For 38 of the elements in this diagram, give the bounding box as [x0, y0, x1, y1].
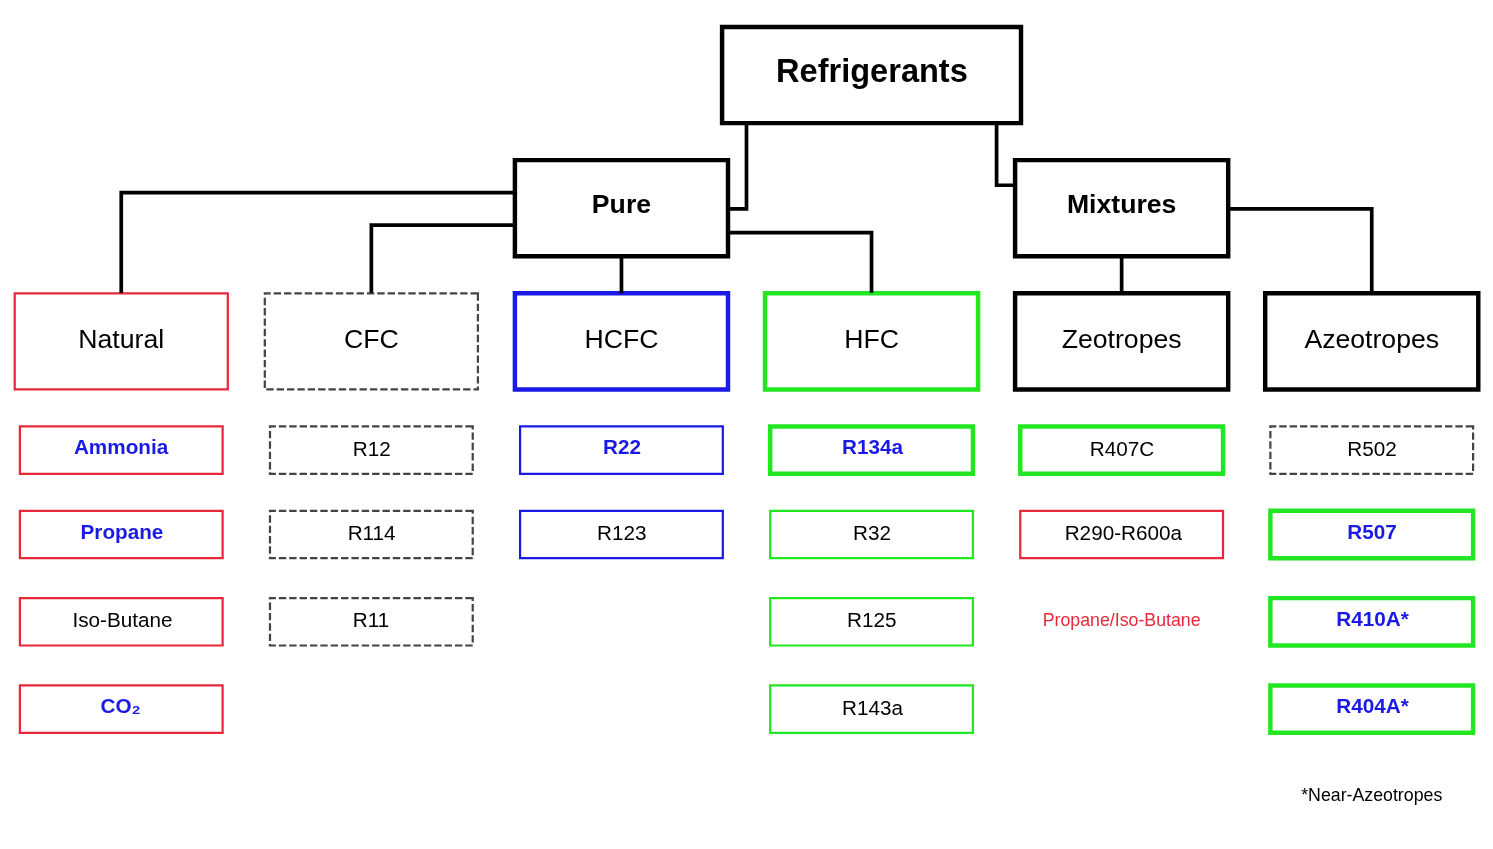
- node-box: R143a: [769, 683, 975, 734]
- node-box: R407C: [1018, 423, 1226, 476]
- node-box: Zeotropes: [1012, 290, 1231, 392]
- node-box: Refrigerants: [719, 24, 1024, 125]
- node-box: R114: [268, 509, 474, 559]
- node-box: HFC: [762, 290, 981, 392]
- node-box: Propane: [18, 509, 224, 559]
- node-box: R32: [769, 509, 975, 559]
- node-box: R290-R600a: [1019, 509, 1225, 559]
- connector: [119, 190, 515, 293]
- node-box: R11: [268, 596, 474, 647]
- connector: [994, 123, 1016, 187]
- node-box: Natural: [13, 291, 229, 391]
- node-box: Iso-Butane: [18, 596, 224, 647]
- connector: [728, 122, 749, 211]
- node-box: Azeotropes: [1262, 290, 1481, 392]
- connector: [619, 256, 624, 293]
- node-box: R22: [518, 424, 724, 475]
- node-box: HCFC: [512, 290, 731, 392]
- node-box: R125: [769, 596, 975, 647]
- node-box: R502: [1269, 424, 1475, 475]
- connector: [1119, 256, 1124, 293]
- node-box: Ammonia: [18, 424, 224, 475]
- node-label: Propane/Iso-Butane: [1042, 609, 1201, 630]
- node-box: R134a: [767, 423, 976, 476]
- connector: [1228, 206, 1374, 293]
- node-box: R507: [1268, 508, 1476, 560]
- node-box: R12: [268, 424, 474, 475]
- connector: [728, 230, 874, 293]
- node-box: Mixtures: [1012, 157, 1231, 259]
- node-box: R410A*: [1268, 595, 1476, 648]
- node-box: CO₂: [18, 683, 224, 734]
- node-box: Pure: [512, 157, 731, 259]
- label: *Near-Azeotropes: [1301, 784, 1443, 805]
- node-box: CFC: [263, 291, 480, 391]
- node-box: R123: [518, 509, 724, 559]
- connector: [369, 222, 515, 293]
- node-box: R404A*: [1268, 682, 1476, 735]
